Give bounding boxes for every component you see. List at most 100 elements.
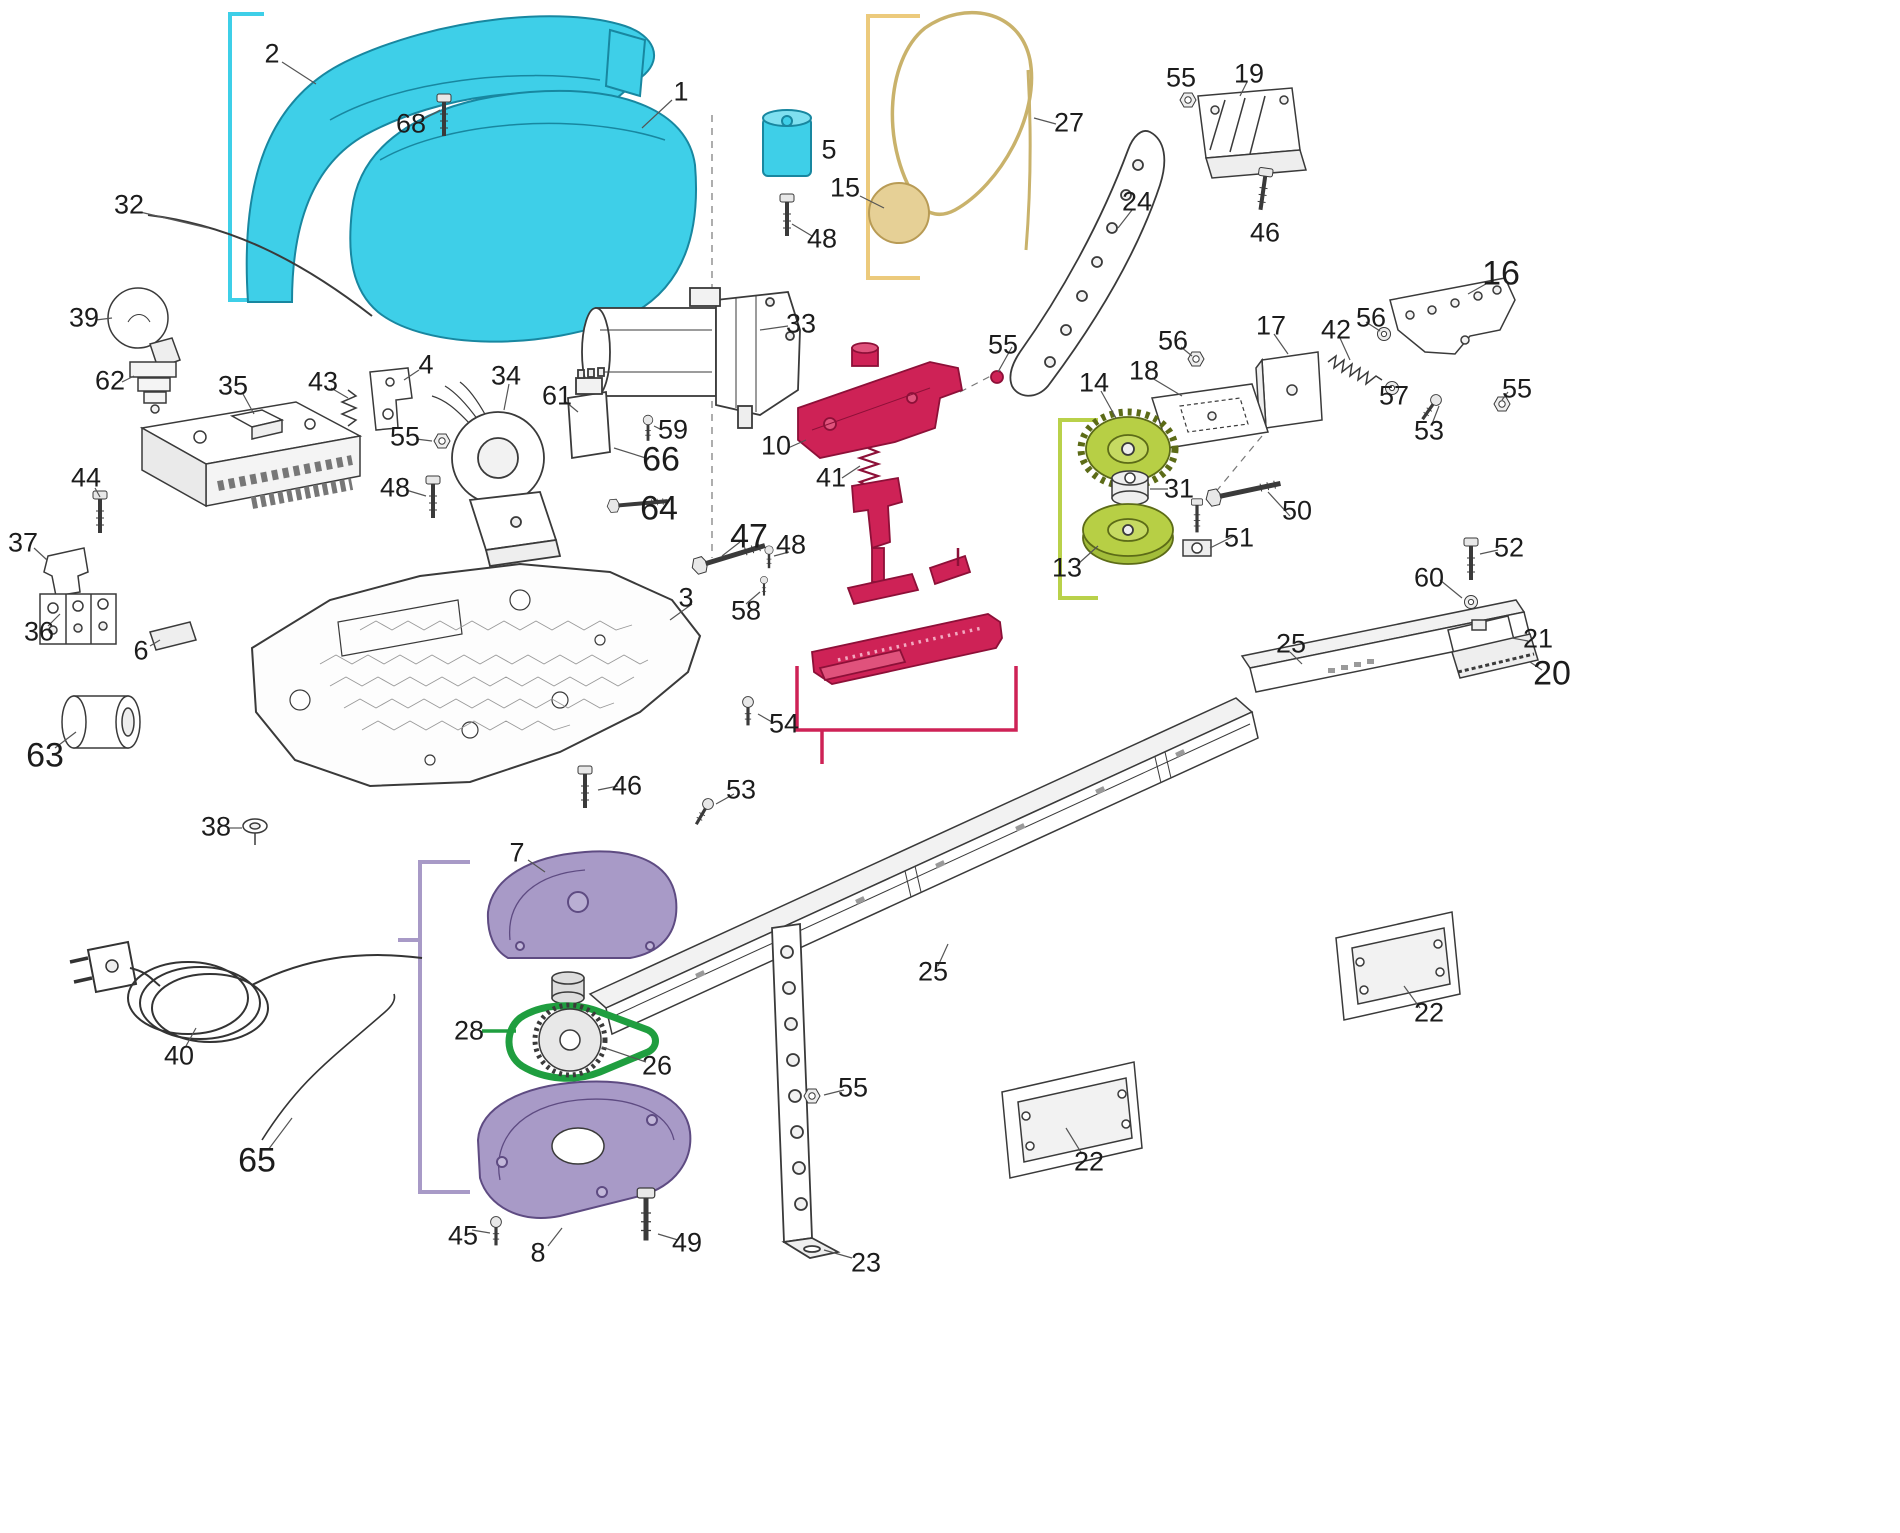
part-label-48: 48: [379, 472, 411, 503]
hanger-bracket-23: [771, 922, 841, 1259]
part-label-25: 25: [1275, 628, 1307, 659]
part-label-21: 21: [1522, 623, 1554, 654]
part-label-25: 25: [917, 956, 949, 987]
part-label-46: 46: [611, 770, 643, 801]
carriage-rack-9: [811, 613, 1003, 685]
rope-loop-27: [890, 10, 1034, 217]
part-label-39: 39: [68, 302, 100, 333]
part-label-52: 52: [1493, 532, 1525, 563]
part-label-47: 47: [730, 517, 768, 556]
bracket-4-group: [340, 367, 413, 431]
motor-bracket-61-66: [567, 367, 611, 460]
part-label-53: 53: [1413, 415, 1445, 446]
part-label-31: 31: [1163, 473, 1195, 504]
part-label-5: 5: [821, 134, 837, 165]
part-label-3: 3: [678, 582, 694, 613]
bracket-4: [369, 367, 413, 431]
part-label-18: 18: [1128, 355, 1160, 386]
hub-31: [1111, 470, 1149, 506]
rail-joints: [904, 751, 1172, 898]
part-label-6: 6: [133, 635, 149, 666]
c-channel-brackets: [1001, 911, 1461, 1179]
carriage-nut-55: [990, 370, 1004, 384]
part-label-60: 60: [1413, 562, 1445, 593]
part-label-64: 64: [640, 489, 678, 528]
clip-37: [43, 547, 89, 597]
roller-63: [61, 695, 141, 749]
spring-43: [340, 389, 358, 427]
part-label-56: 56: [1157, 325, 1189, 356]
door-arm-24: [1009, 130, 1166, 397]
pull-ball-15: [868, 182, 930, 244]
power-cord-group: [69, 940, 423, 1141]
part-label-36: 36: [23, 616, 55, 647]
part-label-33: 33: [785, 308, 817, 339]
part-label-42: 42: [1320, 314, 1352, 345]
part-label-35: 35: [217, 370, 249, 401]
part-label-22: 22: [1413, 997, 1445, 1028]
part-label-20: 20: [1533, 654, 1571, 693]
pull-rope-group: [868, 10, 1034, 251]
part-label-2: 2: [264, 38, 280, 69]
part-label-65: 65: [238, 1141, 276, 1180]
grommet-38: [242, 818, 268, 845]
part-label-48: 48: [775, 529, 807, 560]
part-label-43: 43: [307, 366, 339, 397]
part-label-59: 59: [657, 414, 689, 445]
lamp-socket-62: [129, 361, 177, 414]
part-label-1: 1: [673, 76, 689, 107]
part-label-17: 17: [1255, 310, 1287, 341]
gear-highlight-bracket: [1058, 418, 1098, 600]
power-wire-32: [147, 214, 373, 317]
idler-pulley: [551, 971, 585, 1005]
motor-33: [567, 287, 801, 460]
part-label-40: 40: [163, 1040, 195, 1071]
part-label-14: 14: [1078, 367, 1110, 398]
housing-highlight-bracket: [398, 860, 470, 1194]
part-label-32: 32: [113, 189, 145, 220]
motor-gearbox: [715, 291, 801, 416]
part-label-62: 62: [94, 365, 126, 396]
door-bracket-16: [1389, 277, 1516, 355]
transformer-34: [431, 381, 562, 568]
small-left-parts: [39, 547, 197, 749]
part-label-58: 58: [730, 595, 762, 626]
part-label-63: 63: [26, 736, 64, 775]
part-label-46: 46: [1249, 217, 1281, 248]
part-label-45: 45: [447, 1220, 479, 1251]
idler-bracket-group: [1151, 351, 1383, 449]
rail-assembly: [588, 599, 1531, 1036]
part-label-48: 48: [806, 223, 838, 254]
carriage-plate-10: [797, 342, 964, 459]
header-bracket-19: [1197, 87, 1307, 179]
capacitor-part5: [762, 109, 812, 177]
part-label-10: 10: [760, 430, 792, 461]
carriage-clamp: [846, 476, 972, 606]
rope-highlight-bracket: [866, 14, 920, 280]
part-label-41: 41: [815, 462, 847, 493]
part-label-16: 16: [1482, 254, 1520, 293]
part-label-51: 51: [1223, 522, 1255, 553]
belt-housing-group: [476, 850, 692, 1219]
carriage-spring-41: [856, 446, 882, 488]
part-label-23: 23: [850, 1247, 882, 1278]
part-label-57: 57: [1378, 380, 1410, 411]
part-label-56: 56: [1355, 302, 1387, 333]
rail-front-face: [605, 710, 1259, 1036]
chassis-rib-grid: [319, 620, 649, 731]
part-label-8: 8: [530, 1237, 546, 1268]
part-label-34: 34: [490, 360, 522, 391]
part-label-4: 4: [418, 349, 434, 380]
part-label-38: 38: [200, 811, 232, 842]
leader-lines: [33, 61, 1543, 1259]
antenna-wire-65: [261, 993, 396, 1141]
cover-main-part1: [349, 89, 698, 343]
part-label-28: 28: [453, 1015, 485, 1046]
carriage-highlight-bracket: [795, 666, 1018, 764]
part-label-61: 61: [541, 380, 573, 411]
part-label-15: 15: [829, 172, 861, 203]
rail-end-cap: [1447, 615, 1539, 679]
